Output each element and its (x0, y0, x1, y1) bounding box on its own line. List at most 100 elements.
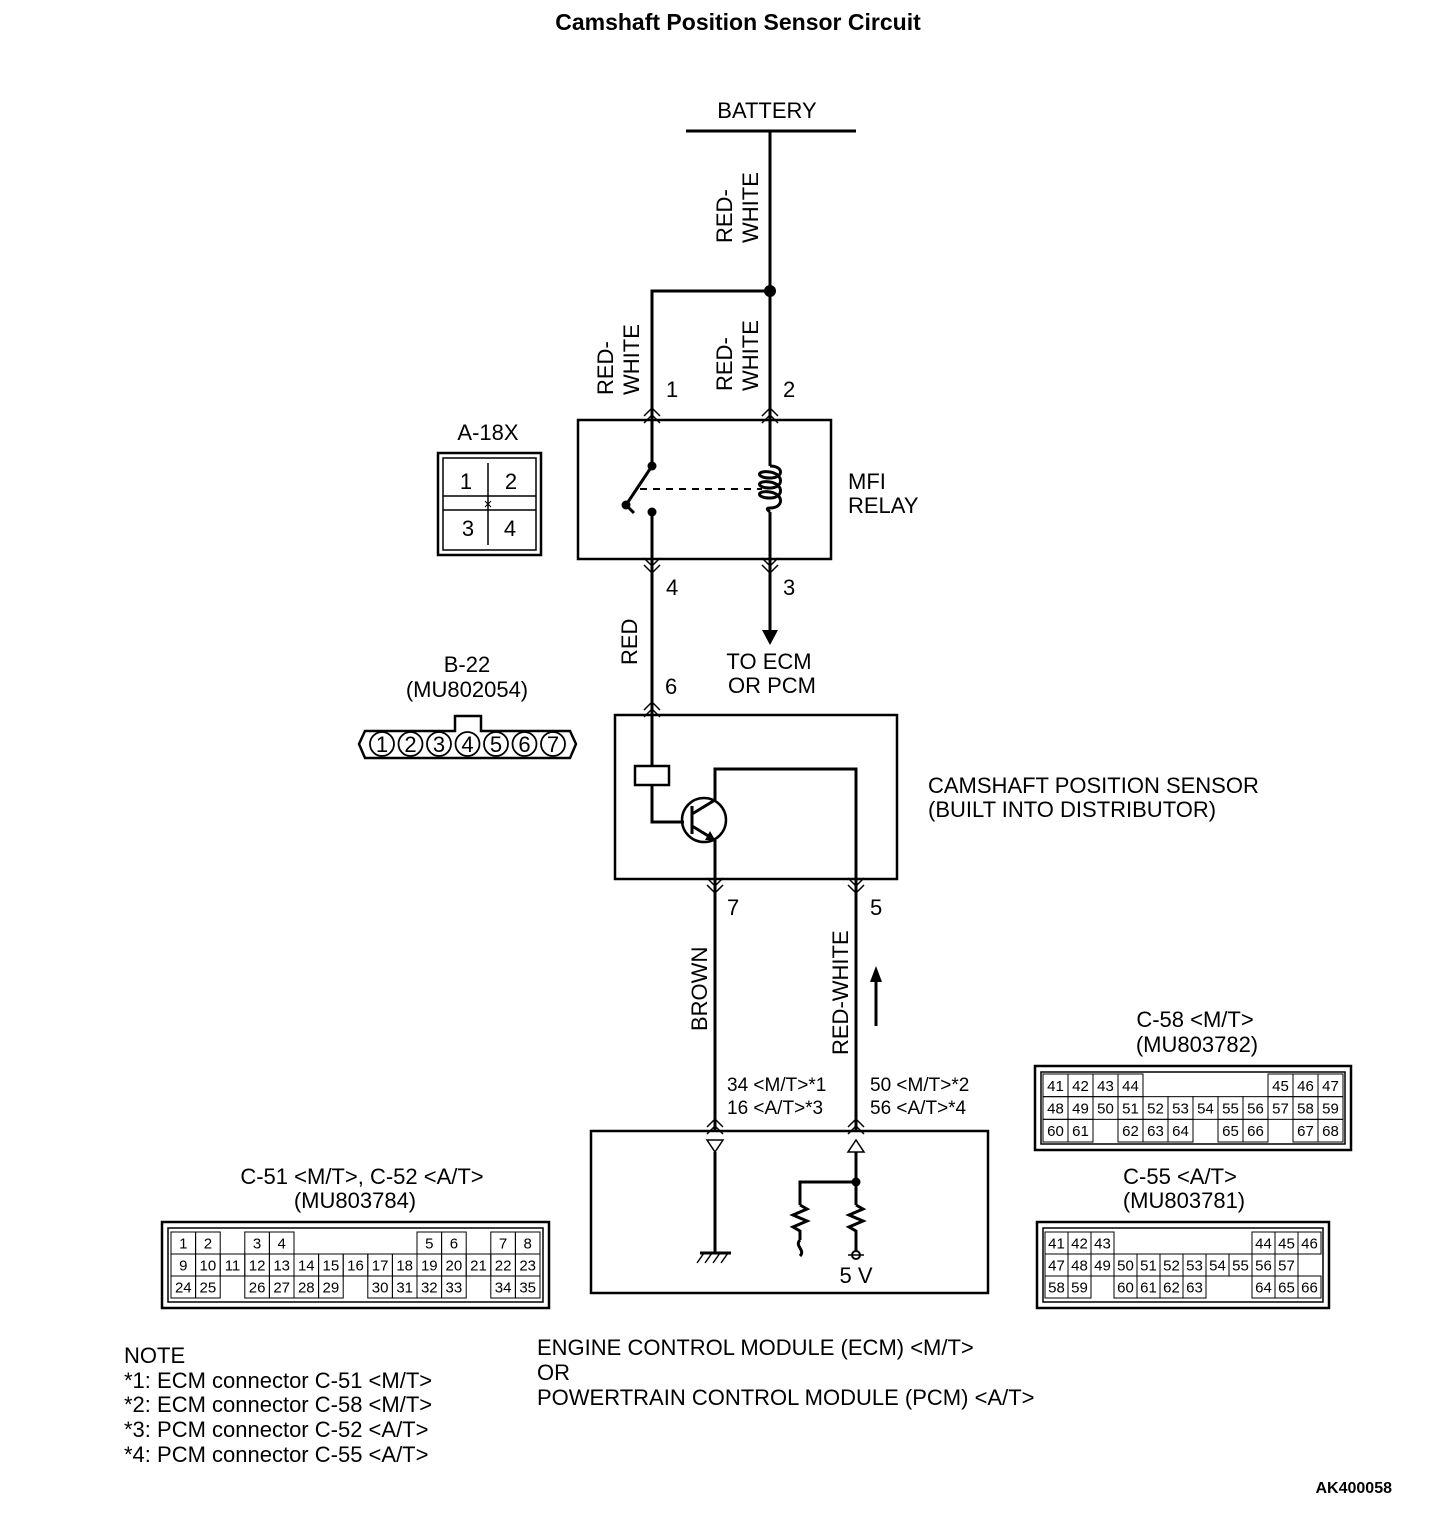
pin-label-4: 4 (666, 575, 678, 600)
mfi-relay-label-1: MFI (848, 469, 886, 494)
c51-cell-label: 23 (519, 1258, 536, 1275)
c58-cell-label: 65 (1222, 1123, 1239, 1140)
wire-color-red: RED (617, 619, 642, 665)
c58-cell-label: 51 (1122, 1101, 1139, 1118)
ground-icon-hatch-3 (712, 1252, 721, 1264)
c55-cell-label: 59 (1071, 1280, 1088, 1297)
c51-cell-label: 33 (446, 1280, 463, 1297)
wire-color-pin2-1: RED- (712, 337, 737, 391)
note-line-1: *1: ECM connector C-51 <M/T> (124, 1368, 432, 1393)
b22-pin-ring (540, 731, 566, 757)
b22-pin-ring (369, 731, 395, 757)
b22-pin-ring (454, 731, 481, 757)
c51-cell (195, 1275, 221, 1299)
transistor-icon (680, 796, 728, 844)
c51-connector-title: C-51 <M/T>, C-52 <A/T> (240, 1164, 483, 1189)
b22-connector-shell (357, 714, 578, 760)
ecm-branch-wire (798, 1180, 856, 1205)
a18x-connector-name: A-18X (457, 420, 518, 445)
c58-cell (1167, 1118, 1194, 1143)
c51-cell-label: 34 (495, 1280, 512, 1297)
ecm-label-3: POWERTRAIN CONTROL MODULE (PCM) <A/T> (537, 1385, 1035, 1410)
b22-pin-label: 3 (433, 732, 445, 757)
c55-cell-label: 43 (1094, 1236, 1111, 1253)
ground-icon-hatch-2 (704, 1252, 713, 1264)
note-line-4: *4: PCM connector C-55 <A/T> (124, 1442, 428, 1467)
c55-cell (1297, 1231, 1322, 1255)
c55-cell (1182, 1275, 1207, 1299)
c58-cell-label: 66 (1247, 1123, 1264, 1140)
signal-direction-arrowhead (870, 966, 882, 982)
ecm-pin-right-1: 50 <M/T>*2 (870, 1075, 969, 1096)
c51-cell-label: 35 (519, 1280, 536, 1297)
c58-cell-label: 63 (1147, 1123, 1164, 1140)
c55-cell-label: 65 (1278, 1280, 1295, 1297)
c55-connector-outer (1035, 1220, 1331, 1310)
sensor-hall-to-base (650, 785, 684, 824)
sensor-hall-element (633, 764, 671, 787)
camshaft-sensor-box (613, 713, 899, 881)
c58-cell-label: 49 (1072, 1101, 1089, 1118)
mfi-relay-label-2: RELAY (848, 493, 919, 518)
b22-connector-name: B-22 (444, 652, 490, 677)
c58-cell-label: 61 (1072, 1123, 1089, 1140)
c55-cell-label: 62 (1163, 1280, 1180, 1297)
pin-label-1: 1 (666, 377, 678, 402)
c58-cell-label: 47 (1322, 1078, 1339, 1095)
ecm-pin-left-arrow (706, 1117, 724, 1128)
c51-cell-label: 3 (253, 1236, 261, 1253)
b22-pin-label: 1 (376, 732, 388, 757)
pin2-arrow (761, 406, 779, 417)
c58-cell-label: 48 (1047, 1101, 1064, 1118)
c58-cell-label: 60 (1047, 1123, 1064, 1140)
c58-cell-label: 56 (1247, 1101, 1264, 1118)
c55-cell-label: 49 (1094, 1258, 1111, 1275)
c51-cell-label: 20 (446, 1258, 463, 1275)
ground-icon-hatch-1 (696, 1252, 705, 1264)
relay-pin1-wire (650, 289, 770, 420)
pin1-arrow (643, 406, 661, 417)
c51-cell-label: 31 (396, 1280, 413, 1297)
c58-connector-outer (1033, 1064, 1353, 1152)
c55-cell-label: 63 (1186, 1280, 1203, 1297)
c51-cell-label: 26 (249, 1280, 266, 1297)
c58-cell-label: 42 (1072, 1078, 1089, 1095)
c51-cell-label: 19 (421, 1258, 438, 1275)
mfi-relay-box (576, 418, 833, 561)
to-ecm-arrow-icon (762, 630, 778, 645)
ecm-5v-label: 5 V (839, 1263, 872, 1288)
b22-pin-label: 2 (404, 732, 416, 757)
c55-cell-label: 42 (1071, 1236, 1088, 1253)
c51-cell (514, 1275, 541, 1299)
c55-cell-label: 41 (1048, 1236, 1065, 1253)
wire-color-pin1-1: RED- (593, 341, 618, 395)
ecm-label-1: ENGINE CONTROL MODULE (ECM) <M/T> (537, 1335, 974, 1360)
pin6-arrow (643, 700, 661, 711)
relay-switch-stub (624, 503, 636, 515)
c51-cell-label: 7 (499, 1236, 507, 1253)
c55-cell-label: 50 (1117, 1258, 1134, 1275)
c55-connector-inner (1042, 1227, 1324, 1303)
c51-cell-label: 9 (179, 1258, 187, 1275)
c55-cell (1067, 1275, 1092, 1299)
c55-cell-label: 44 (1255, 1236, 1272, 1253)
b22-pin-ring (511, 731, 538, 757)
c58-connector-inner (1040, 1071, 1346, 1145)
c58-cell-label: 64 (1172, 1123, 1189, 1140)
b22-pin-ring (426, 731, 452, 757)
c51-cell-label: 27 (273, 1280, 290, 1297)
relay-switch-blade (624, 465, 654, 506)
c51-cell-label: 16 (347, 1258, 364, 1275)
to-ecm-label-1: TO ECM (726, 649, 811, 674)
c58-cell (1067, 1118, 1094, 1143)
a18x-cell-3: 3 (462, 516, 474, 541)
pin-label-5: 5 (870, 895, 882, 920)
ecm-box (589, 1129, 990, 1295)
c55-cell-label: 60 (1117, 1280, 1134, 1297)
c58-cell-label: 57 (1272, 1101, 1289, 1118)
b22-pin-ring (483, 731, 509, 757)
figure-code: AK400058 (1316, 1480, 1393, 1497)
c51-connector-part: (MU803784) (294, 1188, 416, 1213)
